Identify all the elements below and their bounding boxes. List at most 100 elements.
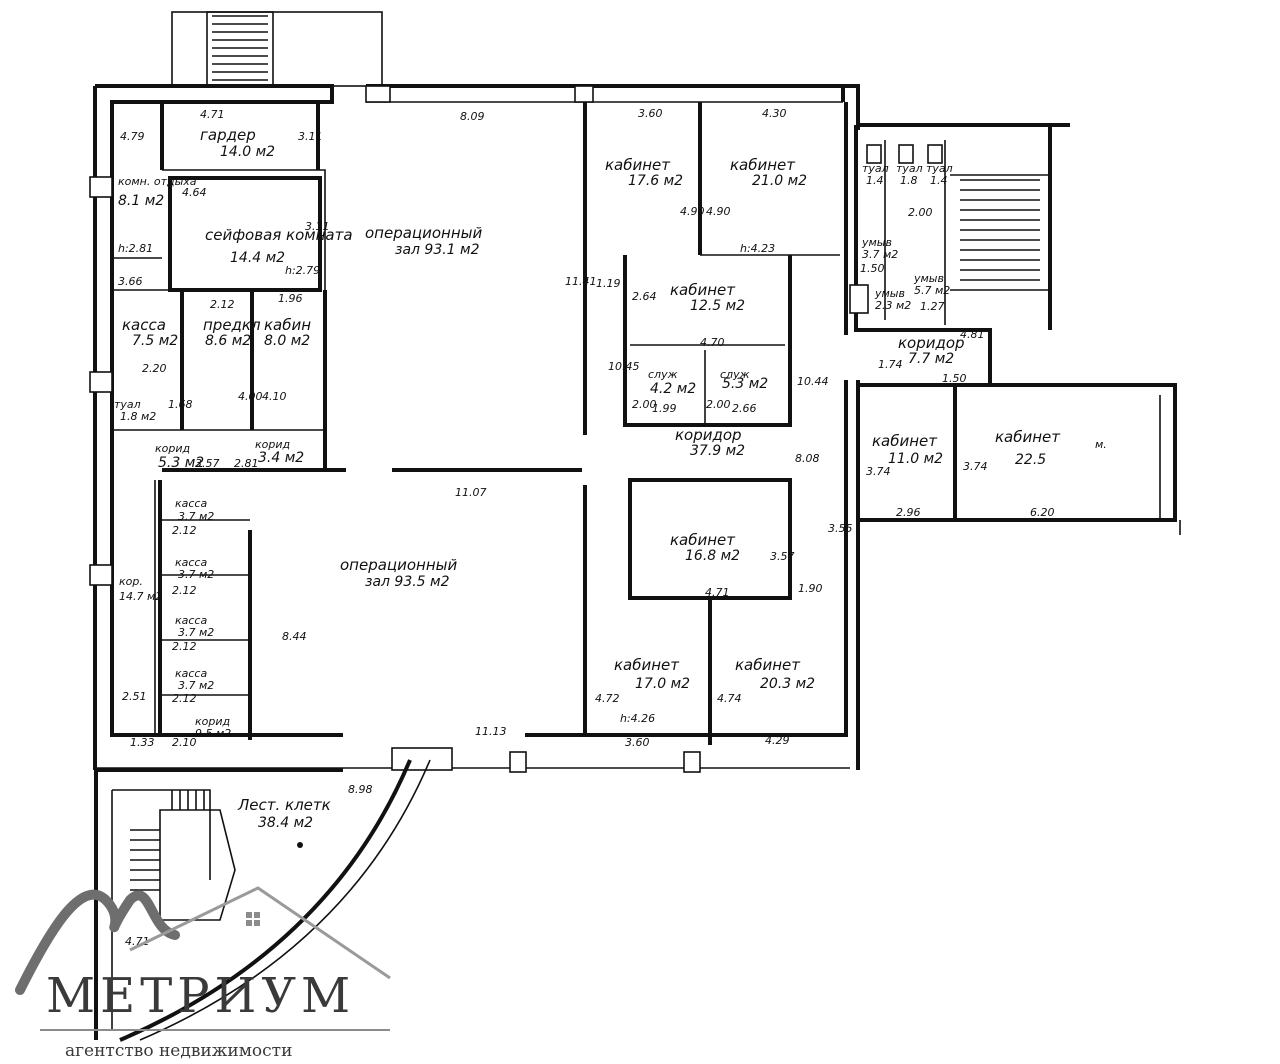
dim-label: 3.55: [828, 522, 853, 535]
room-kab-1: кабинет: [605, 156, 671, 174]
room-tual-b: туал: [896, 162, 923, 175]
room-kassa-1-area: 7.5 м2: [132, 333, 178, 349]
dim-label: 2.12: [172, 584, 197, 597]
room-op-zal-2: операционный: [340, 556, 458, 574]
room-korid-c: корид: [195, 715, 230, 728]
dim-label: 4.74: [717, 692, 742, 705]
room-umyv-3-area: 5.7 м2: [914, 284, 950, 297]
dim-label: 4.30: [762, 107, 787, 120]
dim-label: 11.13: [475, 725, 507, 738]
room-sluzh-2-area: 5.3 м2: [722, 376, 768, 392]
dim-label: 1.33: [130, 736, 155, 749]
logo-m-mark: [15, 889, 180, 995]
dim-label: 8.08: [795, 452, 820, 465]
room-seyf: сейфовая комната: [205, 226, 353, 244]
room-umyv-2-area: 2.3 м2: [875, 299, 911, 312]
dim-label: 1.50: [942, 372, 967, 385]
dim-label: 2.51: [122, 690, 147, 703]
dim-label: 1.19: [596, 277, 621, 290]
room-kassa-a-area: 3.7 м2: [178, 510, 214, 523]
room-garderob: гардер: [200, 126, 256, 144]
dim-label: 1.99: [652, 402, 677, 415]
room-kab-8: кабинет: [995, 428, 1061, 446]
room-predkl: предкл: [203, 316, 261, 334]
room-korid-a-area: 5.3 м2: [158, 455, 204, 471]
dim-label: 2.00: [632, 398, 657, 411]
dim-label: 2.12: [172, 640, 197, 653]
room-kassa-c-area: 3.7 м2: [178, 626, 214, 639]
dim-label: 3.57: [195, 457, 220, 470]
dim-label: 2.64: [632, 290, 657, 303]
dim-label: 10.44: [797, 375, 829, 388]
dim-label: 4.81: [960, 328, 985, 341]
dim-label: 8.09: [460, 110, 485, 123]
logo-tagline: агентство недвижимости: [65, 1041, 292, 1061]
room-kassa-b: касса: [175, 556, 207, 569]
dim-label: 4.70: [700, 336, 725, 349]
room-lest: Лест. клетк: [237, 796, 331, 814]
dim-label: 2.66: [732, 402, 757, 415]
room-korid-b: корид: [255, 438, 290, 451]
dim-label: 2.12: [210, 298, 235, 311]
room-kab-5-area: 17.0 м2: [635, 676, 690, 692]
dim-label: 2.12: [172, 692, 197, 705]
room-kab-2: кабинет: [730, 156, 796, 174]
room-kassa-d-area: 3.7 м2: [178, 679, 214, 692]
room-kab-7: кабинет: [872, 432, 938, 450]
room-kab-6-area: 20.3 м2: [760, 676, 815, 692]
agency-logo: МЕТРИУМ агентство недвижимости: [15, 886, 391, 1061]
dim-label: h:2.81: [118, 242, 153, 255]
dimension-labels: 4.71 8.09 3.60 4.30 4.79 3.11 4.64 3.11 …: [118, 107, 1055, 948]
logo-roof-icon: [129, 886, 391, 980]
room-garderob-area: 14.0 м2: [220, 144, 275, 160]
dim-label: 3.74: [866, 465, 891, 478]
dim-label: 4.10: [262, 390, 287, 403]
logo-brand: МЕТРИУМ: [46, 968, 355, 1024]
room-tual-a-val: 1.4: [866, 174, 884, 187]
dim-label: 1.68: [168, 398, 193, 411]
room-kor-left-area: 14.7 м2: [119, 590, 162, 603]
room-kassa-c: касса: [175, 614, 207, 627]
room-koridor-r: коридор: [898, 334, 965, 352]
room-kab-2-area: 21.0 м2: [752, 173, 807, 189]
room-kab-4-area: 16.8 м2: [685, 548, 740, 564]
room-tual-c-val: 1.4: [930, 174, 948, 187]
room-komn-otdykha: комн. отдыха: [118, 175, 197, 188]
room-koridor-main-area: 37.9 м2: [690, 443, 745, 459]
dim-label: h:4.26: [620, 712, 655, 725]
room-kab-4: кабинет: [670, 531, 736, 549]
dim-label: 2.00: [908, 206, 933, 219]
dim-label: 4.00: [238, 390, 263, 403]
dim-label: 11.41: [565, 275, 597, 288]
room-kor-left: кор.: [119, 575, 143, 588]
dim-label: 4.64: [182, 186, 207, 199]
room-tual-1-area: 1.8 м2: [120, 410, 156, 423]
dim-label: 10.45: [608, 360, 640, 373]
room-tual-1: туал: [114, 398, 141, 411]
room-predkl-area: 8.6 м2: [205, 333, 251, 349]
room-umyv-1: умыв: [861, 236, 892, 249]
room-kab-6: кабинет: [735, 656, 801, 674]
dim-label: 3.60: [625, 736, 650, 749]
room-kab-3: кабинет: [670, 281, 736, 299]
dim-label: 4.90: [706, 205, 731, 218]
room-umyv-3: умыв: [913, 272, 944, 285]
room-tual-a: туал: [862, 162, 889, 175]
room-kab-3-area: 12.5 м2: [690, 298, 745, 314]
dim-label: 1.50: [860, 262, 885, 275]
room-kab-7-area: 11.0 м2: [888, 451, 943, 467]
dim-label: 4.72: [595, 692, 620, 705]
dim-label: 4.79: [120, 130, 145, 143]
dim-label: 1.74: [878, 358, 903, 371]
room-kab-small-area: 8.0 м2: [264, 333, 310, 349]
dim-label: 6.20: [1030, 506, 1055, 519]
dim-label: 2.10: [172, 736, 197, 749]
dim-label: 2.12: [172, 524, 197, 537]
room-umyv-1-area: 3.7 м2: [862, 248, 898, 261]
room-kab-8-area: 22.5: [1015, 452, 1046, 468]
room-seyf-area: 14.4 м2: [230, 250, 285, 266]
room-sluzh-1: служ: [648, 368, 678, 381]
dim-label: 2.96: [896, 506, 921, 519]
dim-label: 2.00: [706, 398, 731, 411]
room-sluzh-1-area: 4.2 м2: [650, 381, 696, 397]
